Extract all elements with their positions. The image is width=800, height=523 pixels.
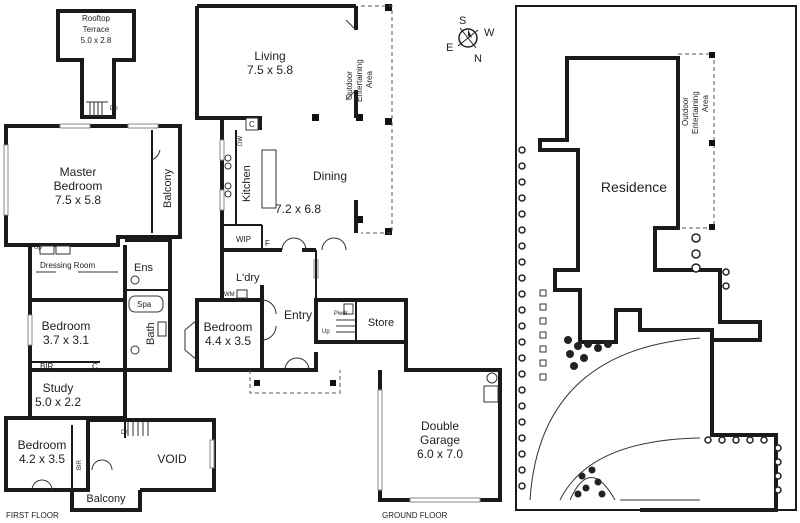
bir-label: BIR xyxy=(40,362,54,371)
left-hedge xyxy=(518,146,526,490)
rooftop-name-line2: Terrace xyxy=(83,25,110,34)
circle-garden-bed xyxy=(569,466,616,501)
master-bedroom-name: Master xyxy=(60,165,97,179)
washing-machine-label: WM xyxy=(224,292,235,298)
site-outdoor-line2: Entertaining xyxy=(691,91,700,134)
powder-room-label: Pwdr xyxy=(334,311,348,317)
study-dimensions: 5.0 x 2.2 xyxy=(35,395,81,409)
site-outdoor-line1: Outdoor xyxy=(681,97,690,126)
dining-dimensions: 7.2 x 6.8 xyxy=(275,202,321,216)
stair-dn-label: Dn xyxy=(121,430,129,436)
garage-name-line2: Garage xyxy=(420,433,460,447)
compass-south: S xyxy=(459,15,466,27)
kitchen-island xyxy=(261,149,277,209)
fridge-f-label: F xyxy=(265,239,270,248)
ground-floor-plan xyxy=(184,4,502,503)
residence-outline xyxy=(538,56,762,344)
living-dimensions: 7.5 x 5.8 xyxy=(247,63,293,77)
site-garage-outline xyxy=(640,340,778,512)
wip-label: WIP xyxy=(236,235,251,244)
cupboard-c-label: C xyxy=(249,120,255,129)
store-label: Store xyxy=(368,317,394,329)
spa-bath-fixture xyxy=(128,295,164,313)
c-label: C xyxy=(92,362,98,371)
bedroom-lower-walls xyxy=(4,416,90,492)
compass-north: N xyxy=(474,53,482,65)
compass-east: E xyxy=(446,42,453,54)
compass-west: W xyxy=(484,27,495,39)
master-bedroom-walls xyxy=(4,124,182,247)
ensuite-walls xyxy=(123,238,172,372)
rooftop-stair-dn: Dn xyxy=(110,106,118,112)
laundry-label: L'dry xyxy=(236,272,260,284)
entry-label: Entry xyxy=(284,308,312,322)
garage-name: Double xyxy=(421,419,459,433)
bath-label: Bath xyxy=(145,322,157,345)
dressing-room-label: Dressing Room xyxy=(40,261,95,270)
study-name: Study xyxy=(43,381,74,395)
site-outdoor-line3: Area xyxy=(701,95,710,112)
rooftop-dimensions: 5.0 x 2.8 xyxy=(81,36,112,45)
entry-walls xyxy=(262,352,318,372)
compass-rose xyxy=(457,27,479,49)
driveway-curve xyxy=(529,337,701,501)
kitchen-label: Kitchen xyxy=(241,165,253,202)
garage-hedge xyxy=(704,436,782,494)
living-walls xyxy=(195,4,356,120)
bedroom-ground-name: Bedroom xyxy=(204,320,253,334)
outdoor-entertaining-line2: Entertaining xyxy=(355,59,364,102)
bedroom-ground-dimensions: 4.4 x 3.5 xyxy=(205,334,251,348)
garage-walls xyxy=(378,340,502,502)
bedroom-lower-name: Bedroom xyxy=(18,438,67,452)
living-name: Living xyxy=(254,49,285,63)
void-label: VOID xyxy=(157,452,187,466)
master-bedroom-dimensions: 7.5 x 5.8 xyxy=(55,193,101,207)
master-bedroom-name-line2: Bedroom xyxy=(54,179,103,193)
ground-floor-caption: GROUND FLOOR xyxy=(382,511,448,520)
bedroom-first-dimensions: 3.7 x 3.1 xyxy=(43,333,89,347)
rooftop-name: Rooftop xyxy=(82,14,111,23)
dishwasher-label: DW xyxy=(238,136,244,146)
balcony-lower-label: Balcony xyxy=(86,493,126,505)
outdoor-entertaining-line1: Outdoor xyxy=(345,71,354,100)
bedroom-lower-dimensions: 4.2 x 3.5 xyxy=(19,452,65,466)
bir-vertical-label: BIR xyxy=(77,459,83,470)
first-floor-plan xyxy=(3,9,216,512)
garage-dimensions: 6.0 x 7.0 xyxy=(417,447,463,461)
void-walls xyxy=(88,418,216,492)
ensuite-label: Ens xyxy=(134,262,153,274)
bedroom-first-name: Bedroom xyxy=(42,319,91,333)
outdoor-entertaining-outline xyxy=(361,5,393,234)
site-outdoor-area xyxy=(678,53,715,229)
stair-up-ground-label: Up xyxy=(322,329,330,335)
spa-label: Spa xyxy=(137,300,152,309)
courtyard-trees xyxy=(691,233,730,290)
residence-label: Residence xyxy=(601,179,667,195)
dining-name: Dining xyxy=(313,169,347,183)
stair-up-label: Up xyxy=(34,245,42,251)
site-boundary xyxy=(515,5,797,511)
balcony-upper-label: Balcony xyxy=(162,168,174,208)
front-garden-bed xyxy=(564,336,612,370)
balcony-lower-walls xyxy=(70,490,142,512)
site-plan xyxy=(515,5,797,512)
outdoor-entertaining-line3: Area xyxy=(365,71,374,88)
rooftop-terrace-walls xyxy=(56,9,136,119)
first-floor-caption: FIRST FLOOR xyxy=(6,511,59,520)
